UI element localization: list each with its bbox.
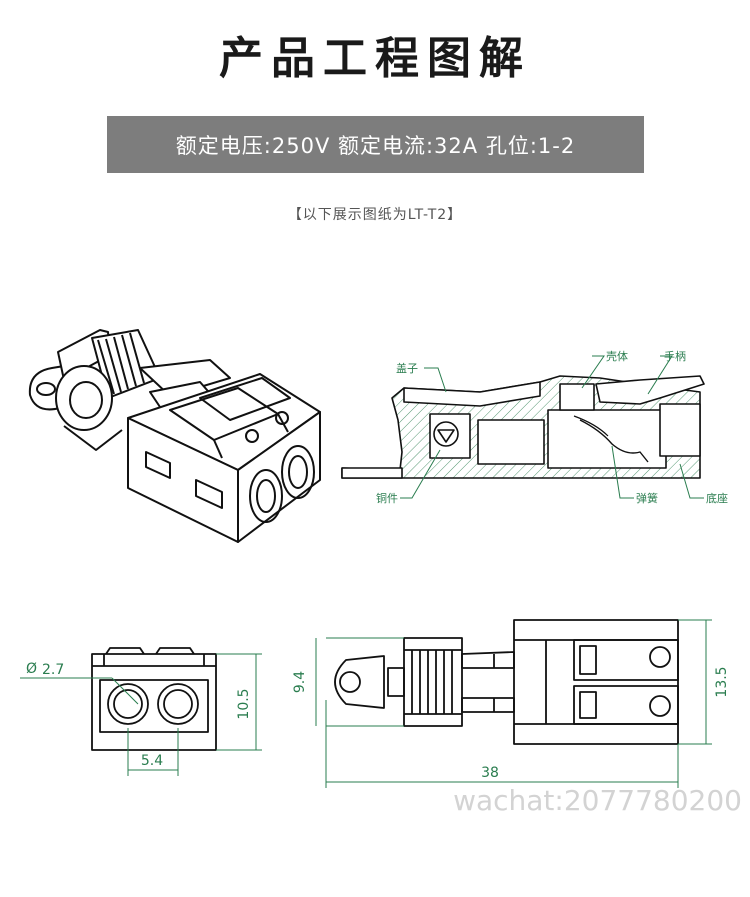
dim-height-front: 10.5 bbox=[236, 688, 252, 719]
front-dimensions bbox=[20, 653, 262, 776]
spec-band: 额定电压:250V 额定电流:32A 孔位:1-2 bbox=[107, 116, 644, 173]
model-note: 【以下展示图纸为LT-T2】 bbox=[287, 207, 463, 223]
dim-hole-dia: 2.7 bbox=[42, 662, 64, 678]
label-base: 底座 bbox=[706, 491, 728, 505]
label-copper: 铜件 bbox=[376, 491, 398, 505]
label-spring: 弹簧 bbox=[636, 491, 658, 505]
front-view bbox=[91, 647, 217, 751]
dim-length-total: 38 bbox=[481, 765, 499, 781]
label-handle: 手柄 bbox=[664, 349, 686, 363]
label-shell: 壳体 bbox=[606, 349, 628, 363]
section-view bbox=[341, 375, 705, 479]
spec-text: 额定电压:250V 额定电流:32A 孔位:1-2 bbox=[175, 133, 576, 158]
label-cover: 盖子 bbox=[396, 361, 418, 375]
page-title: 产品工程图解 bbox=[219, 33, 531, 84]
top-dimensions bbox=[315, 619, 712, 788]
section-leaders bbox=[400, 355, 704, 499]
dim-symbol: Ø bbox=[26, 661, 37, 677]
dim-pitch: 5.4 bbox=[141, 753, 163, 769]
top-view bbox=[334, 619, 679, 745]
isometric-view bbox=[28, 329, 321, 543]
dim-height-side: 9.4 bbox=[292, 671, 308, 693]
dim-width-total: 13.5 bbox=[714, 666, 730, 697]
watermark: wachat:2077780200 bbox=[453, 784, 742, 817]
